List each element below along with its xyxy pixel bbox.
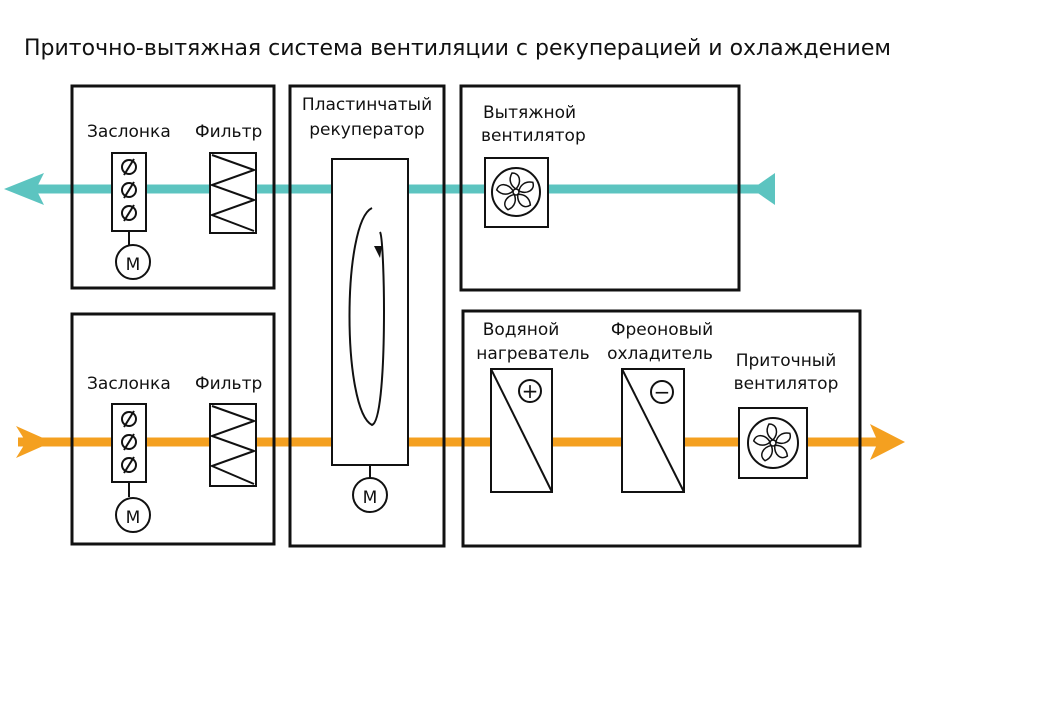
supply-treatment-module [461, 309, 862, 548]
exhaust-fan-module [459, 84, 741, 292]
supply-fan-label-2: вентилятор [734, 374, 839, 394]
heater-label-2: нагреватель [476, 344, 589, 364]
recuperator-motor-label: M [363, 488, 378, 508]
rotation-arrowhead-icon [374, 246, 382, 258]
exhaust-fan [484, 157, 549, 228]
supply-filter-label: Фильтр [195, 374, 262, 394]
recuperator-label-1: Пластинчатый [302, 95, 432, 115]
supply-fan-label-1: Приточный [736, 351, 837, 371]
rotation-arrow-icon [348, 207, 385, 427]
supply-airflow [16, 424, 905, 460]
supply-damper [111, 403, 147, 483]
fan-icon [747, 417, 799, 469]
supply-intake-module [70, 312, 276, 546]
supply-motor-label: M [126, 508, 141, 528]
exhaust-filter-label: Фильтр [195, 122, 262, 142]
recuperator-motor: M [352, 477, 388, 513]
diagram-title: Приточно-вытяжная система вентиляции с р… [24, 36, 891, 61]
supply-filter [209, 403, 257, 487]
water-heater: + [490, 368, 553, 493]
plus-icon: + [522, 379, 539, 403]
exhaust-out-arrow [4, 173, 44, 205]
minus-icon: − [654, 380, 671, 404]
supply-damper-label: Заслонка [87, 374, 171, 394]
recuperator-module [288, 84, 446, 548]
cooler-label-2: охладитель [607, 344, 713, 364]
plate-recuperator [331, 158, 409, 466]
freon-cooler: − [621, 368, 685, 493]
exhaust-filter [209, 152, 257, 234]
exhaust-fan-label-2: вентилятор [481, 126, 586, 146]
cooler-label-1: Фреоновый [611, 320, 713, 340]
heater-label-1: Водяной [483, 320, 560, 340]
supply-damper-motor: M [115, 497, 151, 533]
supply-out-arrow [870, 424, 905, 460]
exhaust-intake-module [70, 84, 276, 290]
supply-fan [738, 407, 808, 479]
exhaust-motor-label: M [126, 255, 141, 275]
exhaust-in-arrow [752, 173, 775, 205]
exhaust-fan-label-1: Вытяжной [483, 103, 576, 123]
exhaust-damper-label: Заслонка [87, 122, 171, 142]
supply-in-arrow [16, 426, 52, 458]
fan-icon [491, 167, 541, 217]
exhaust-damper-motor: M [115, 244, 151, 280]
exhaust-damper [111, 152, 147, 232]
recuperator-label-2: рекуператор [309, 120, 424, 140]
